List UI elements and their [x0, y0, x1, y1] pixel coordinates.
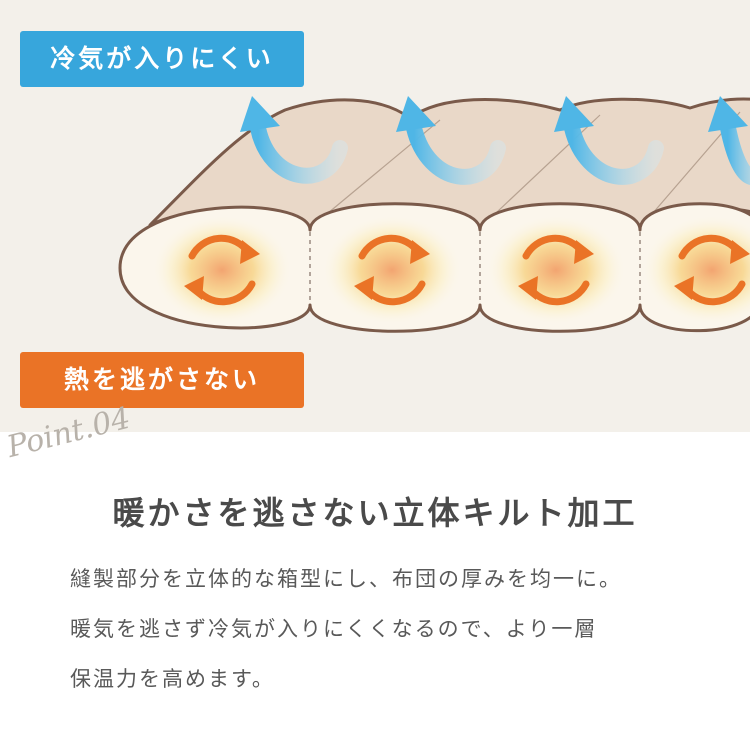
quilt-illustration: 冷気が入りにくい 熱を逃がさない [0, 0, 750, 432]
feature-headline: 暖かさを逃さない立体キルト加工 [112, 494, 638, 532]
feature-description: 縫製部分を立体的な箱型にし、布団の厚みを均一に。 暖気を逃さず冷気が入りにくくな… [70, 566, 730, 716]
quilt-cross-section [118, 96, 750, 333]
cold-air-arrow-icon [554, 96, 664, 185]
heat-retention-badge: 熱を逃がさない [20, 352, 304, 408]
cold-air-badge: 冷気が入りにくい [20, 31, 304, 87]
description-line: 縫製部分を立体的な箱型にし、布団の厚みを均一に。 [70, 567, 622, 591]
description-line: 保温力を高めます。 [70, 667, 275, 691]
heat-circulation-icon [354, 234, 430, 306]
heat-circulation-icon [184, 234, 260, 306]
heat-circulation-icon [674, 234, 750, 306]
cold-air-arrow-icon [396, 96, 506, 185]
description-line: 暖気を逃さず冷気が入りにくくなるので、より一層 [70, 617, 598, 641]
heat-circulation-icon [518, 234, 594, 306]
cold-air-arrow-icon [240, 96, 348, 184]
